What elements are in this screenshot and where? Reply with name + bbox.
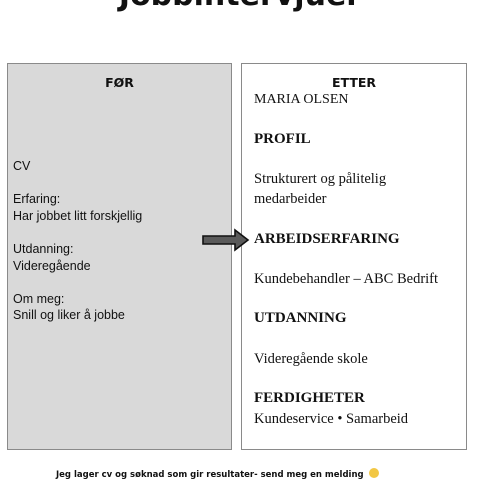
after-skills-heading: FERDIGHETER: [254, 390, 365, 406]
before-experience-label: Erfaring:: [13, 192, 61, 206]
after-profile-heading: PROFIL: [254, 131, 311, 147]
before-cv-label: CV: [13, 159, 31, 173]
after-experience-text: Kundebehandler – ABC Bedrift: [254, 271, 439, 287]
before-about-label: Om meg:: [13, 292, 65, 306]
after-panel: ETTER MARIA OLSEN PROFIL Strukturert og …: [241, 63, 467, 450]
footer-message: Jeg lager cv og søknad som gir resultate…: [56, 468, 379, 480]
after-education-text: Videregående skole: [254, 351, 368, 367]
before-education-label: Utdanning:: [13, 242, 74, 256]
arrow-right-icon: [202, 228, 250, 252]
after-name: MARIA OLSEN: [254, 92, 349, 107]
before-panel: FØR CV Erfaring: Har jobbet litt forskje…: [7, 63, 232, 450]
before-experience-text: Har jobbet litt forskjellig: [13, 209, 143, 223]
after-profile-line2: medarbeider: [254, 191, 327, 207]
after-experience-heading: ARBEIDSERFARING: [254, 231, 400, 247]
before-about-text: Snill og liker å jobbe: [13, 308, 125, 322]
page-title: Jobbintervjuer: [0, 0, 480, 14]
after-skills-text: Kundeservice • Samarbeid: [254, 411, 409, 427]
after-education-heading: UTDANNING: [254, 310, 347, 326]
after-heading: ETTER: [331, 75, 377, 90]
smiley-face-icon: [368, 468, 379, 478]
before-education-text: Videregående: [13, 259, 91, 273]
footer-text: Jeg lager cv og søknad som gir resultate…: [56, 470, 364, 480]
before-heading: FØR: [105, 75, 134, 90]
after-profile-line1: Strukturert og pålitelig: [254, 171, 387, 187]
